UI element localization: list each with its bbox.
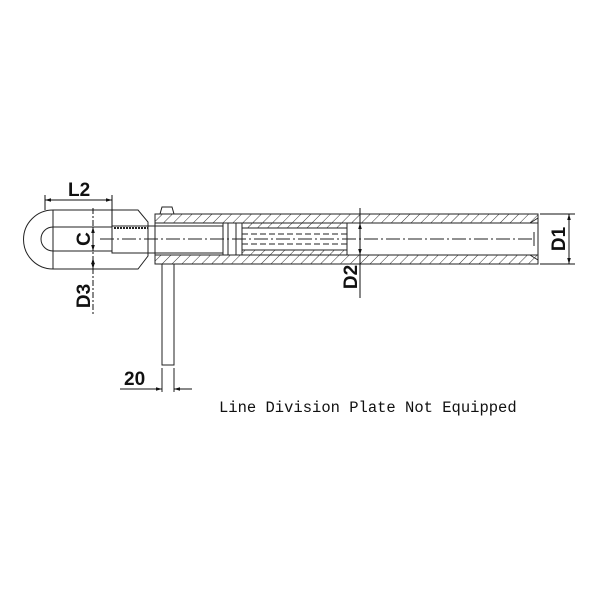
label-d1: D1 bbox=[549, 226, 570, 251]
label-pin-width: 20 bbox=[124, 369, 145, 390]
label-d3: D3 bbox=[74, 284, 95, 308]
label-d2: D2 bbox=[341, 265, 362, 289]
dimension-lines bbox=[44, 195, 575, 391]
note-text: Line Division Plate Not Equipped bbox=[219, 399, 517, 417]
locking-pin bbox=[161, 263, 175, 392]
label-c: C bbox=[74, 232, 95, 246]
label-l2: L2 bbox=[68, 180, 90, 201]
